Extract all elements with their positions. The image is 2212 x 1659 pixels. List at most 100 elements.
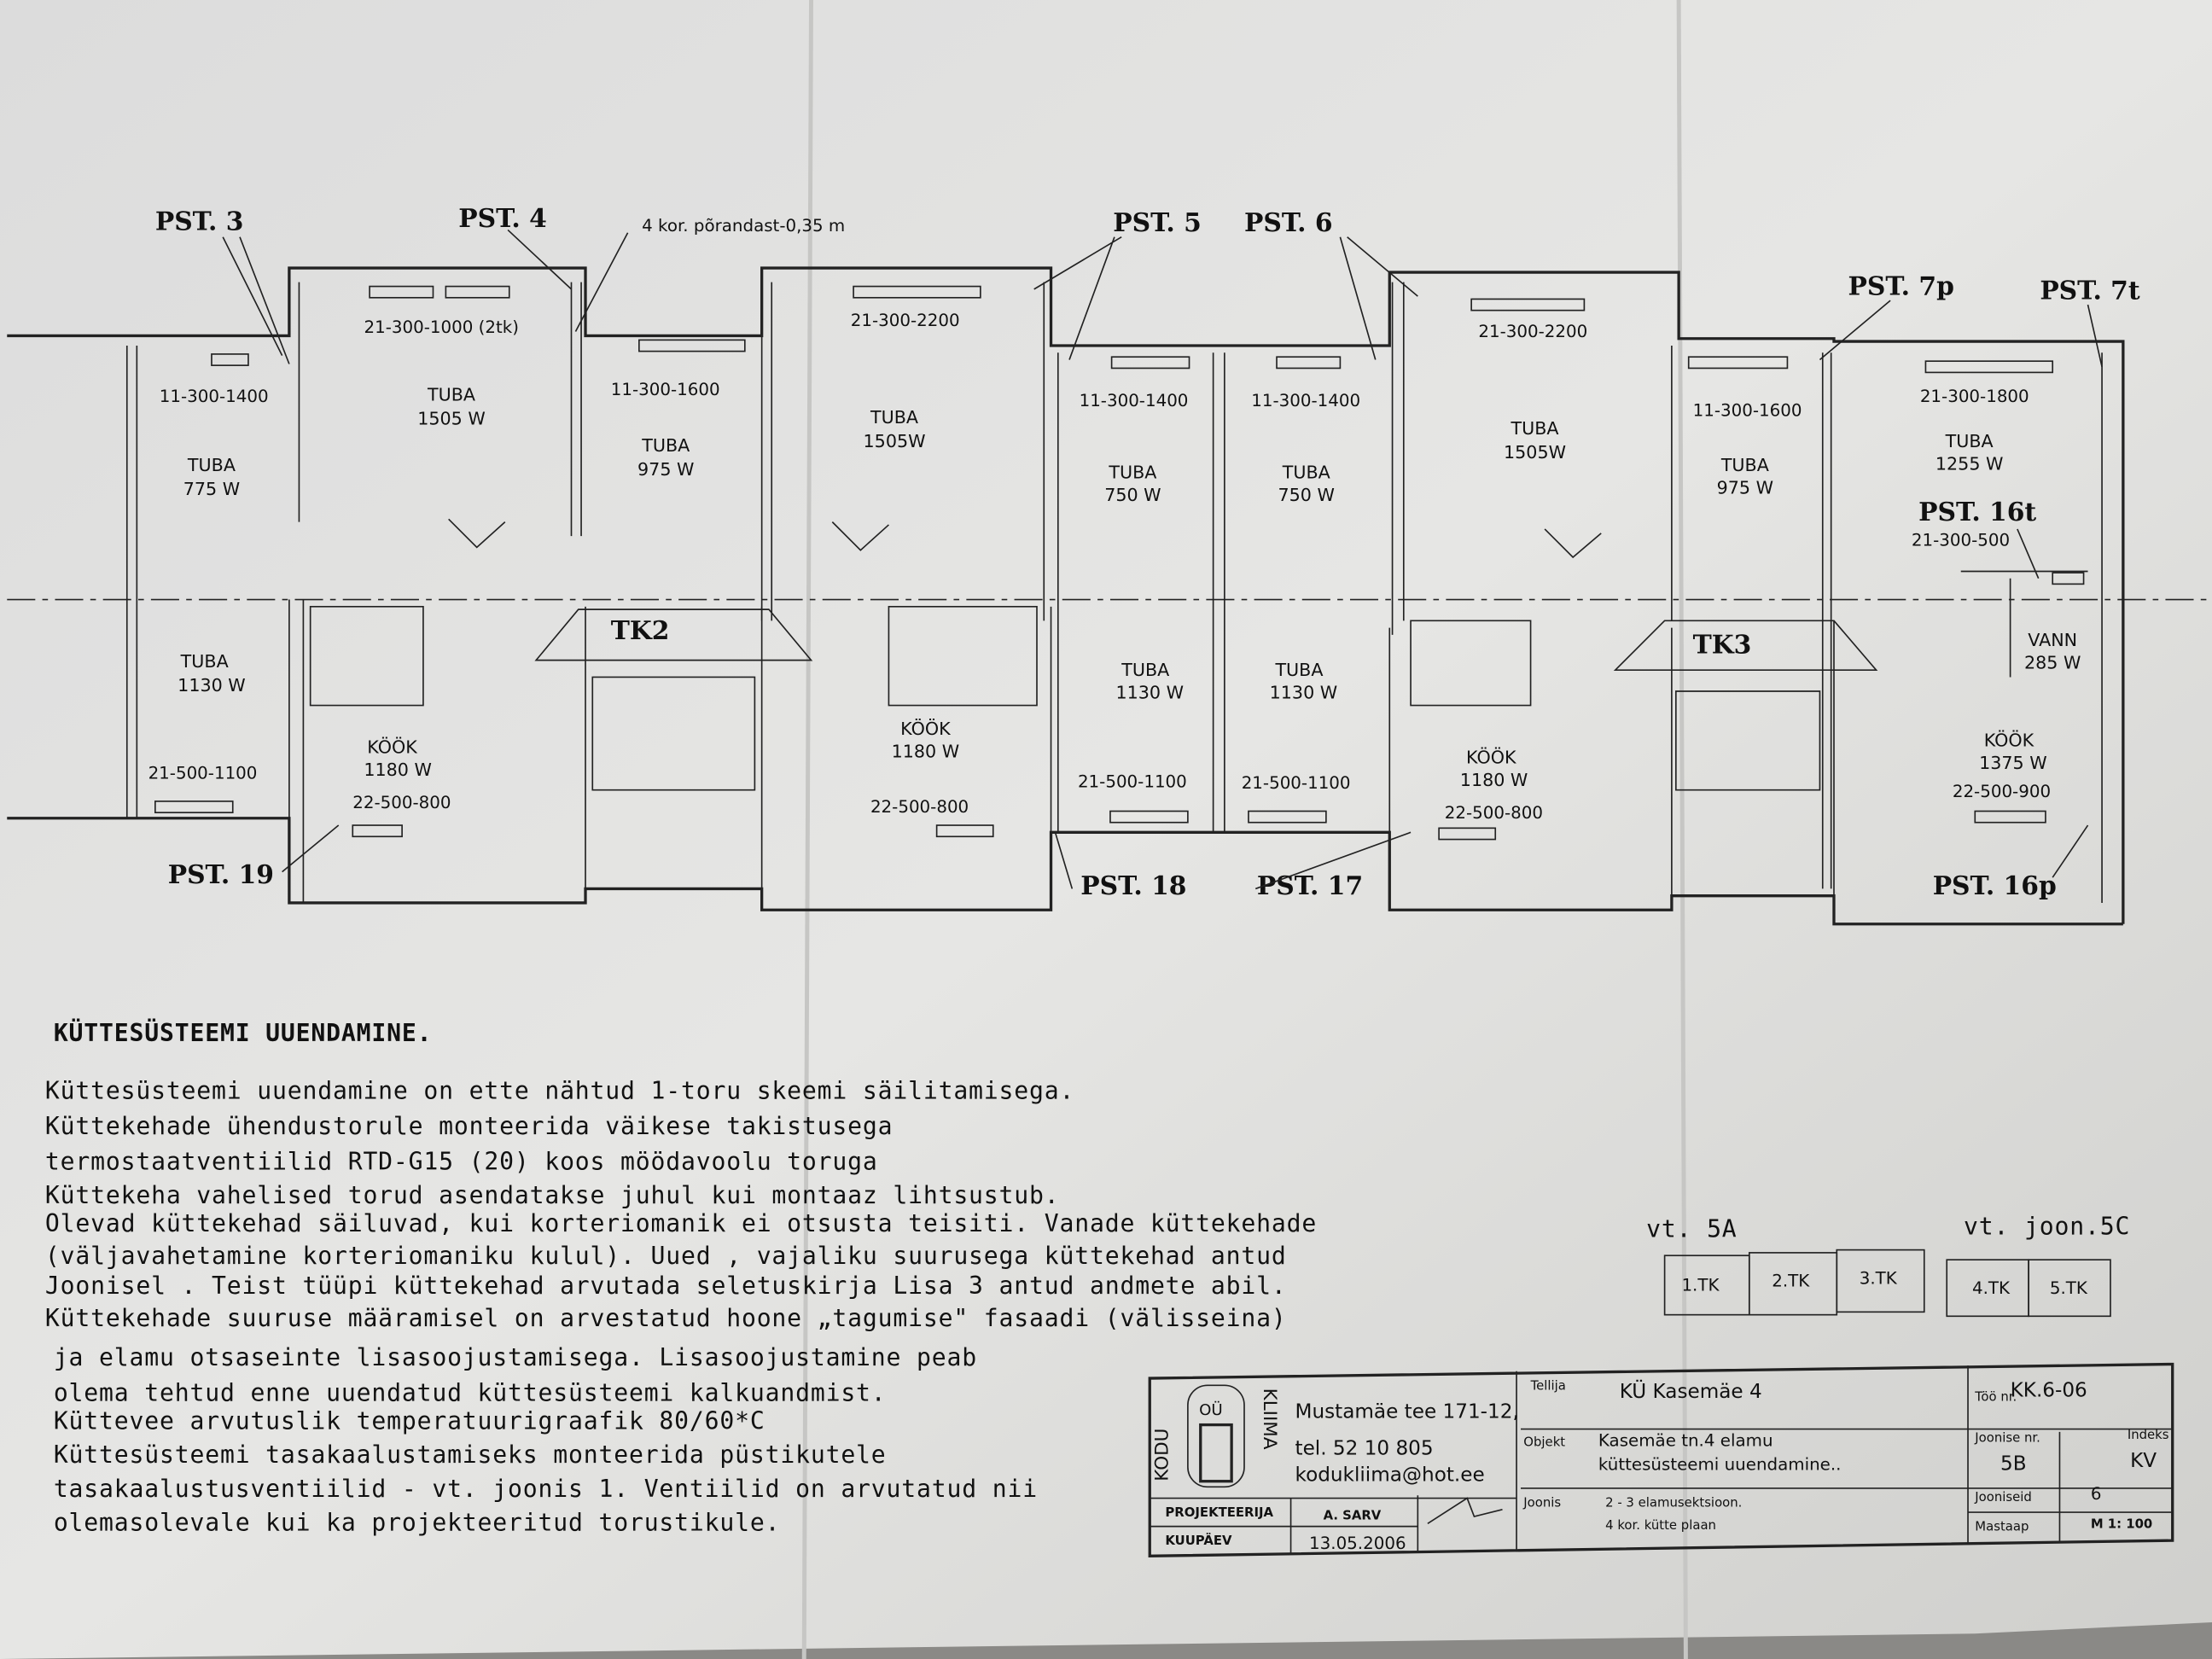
object-value: Kasemäe tn.4 elamu <box>1598 1430 1773 1450</box>
radiator-label: 11-300-1600 <box>611 380 720 399</box>
radiator-label: 11-300-1400 <box>1251 391 1360 410</box>
note-line: Küttekehade ühendustorule monteerida väi… <box>45 1112 893 1140</box>
company-address: Mustamäe tee 171-12, <box>1295 1400 1519 1423</box>
room-power: 285 W <box>2024 653 2081 673</box>
room-power: 1130 W <box>1115 682 1184 702</box>
note-line: ja elamu otsaseinte lisasoojustamisega. … <box>54 1343 977 1371</box>
radiator-labels: 21-300-1000 (2tk) 11-300-1400 11-300-160… <box>148 311 2051 823</box>
note-line: Olevad küttekehad säiluvad, kui korterio… <box>45 1209 1317 1237</box>
scale-value: M 1: 100 <box>2091 1516 2152 1531</box>
room-name: TUBA <box>1274 660 1323 680</box>
svg-text:KODU: KODU <box>1152 1429 1173 1481</box>
room-name: TUBA <box>1121 660 1169 680</box>
stairwell-label: TK2 <box>611 616 670 646</box>
room-name: TUBA <box>1945 431 1994 451</box>
radiator-label: 22-500-800 <box>870 797 969 817</box>
radiator-label: 21-300-2200 <box>1478 322 1587 341</box>
room-power: 750 W <box>1104 485 1161 505</box>
key-plan: vt. 5A vt. joon.5C 1.TK 2.TK 3.TK 4.TK 5… <box>1646 1212 2130 1318</box>
pst-label: PST. 17 <box>1257 871 1363 901</box>
work-no-label: Töö nr. <box>1974 1388 2017 1404</box>
company-phone: tel. 52 10 805 <box>1295 1437 1434 1459</box>
key-plan-ref: vt. joon.5C <box>1964 1212 2130 1240</box>
room-name: TUBA <box>641 435 690 456</box>
radiator-label: 22-500-800 <box>1445 803 1543 823</box>
room-name: VANN <box>2028 630 2077 650</box>
index-label: Indeks <box>2128 1427 2169 1442</box>
pst-label: PST. 5 <box>1113 208 1202 238</box>
room-power: 975 W <box>1717 478 1773 498</box>
pst-label: PST. 18 <box>1080 871 1186 901</box>
notes: KÜTTESÜSTEEMI UUENDAMINE. Küttesüsteemi … <box>45 1018 1317 1537</box>
note-line: Küttekehade suuruse määramisel on arvest… <box>45 1304 1287 1332</box>
sheet-no-label: Joonise nr. <box>1974 1429 2040 1445</box>
pst-label: PST. 16p <box>1933 871 2057 901</box>
radiator-label: 22-500-800 <box>352 793 451 812</box>
index-value: KV <box>2130 1450 2157 1472</box>
designer-label: PROJEKTEERIJA <box>1165 1505 1273 1520</box>
room-power: 1180 W <box>1460 770 1528 790</box>
note-line: olema tehtud enne uuendatud küttesüsteem… <box>54 1378 887 1406</box>
client-value: KÜ Kasemäe 4 <box>1620 1379 1762 1403</box>
company-email: kodukliima@hot.ee <box>1295 1464 1485 1487</box>
note-line: Küttesüsteemi uuendamine on ette nähtud … <box>45 1077 1074 1105</box>
radiator-label: 21-500-1100 <box>1242 773 1351 793</box>
room-power: 1255 W <box>1936 453 2004 474</box>
key-plan-section: 1.TK <box>1681 1276 1720 1295</box>
pst-label: PST. 6 <box>1244 208 1333 238</box>
room-power: 1505W <box>1504 442 1566 463</box>
key-plan-section: 3.TK <box>1860 1268 1898 1288</box>
radiator-label: 21-500-1100 <box>1078 771 1187 791</box>
radiator-label: 22-500-900 <box>1953 782 2051 801</box>
room-name: TUBA <box>1511 418 1559 439</box>
radiator-label: 11-300-1600 <box>1693 401 1802 421</box>
room-power: 1505 W <box>417 409 486 429</box>
floor-plan <box>7 266 2212 926</box>
pst-label: PST. 7t <box>2040 276 2140 306</box>
designer-name: A. SARV <box>1324 1507 1382 1522</box>
room-name: TUBA <box>180 651 229 672</box>
object-label: Objekt <box>1523 1434 1565 1449</box>
note-line: tasakaalustusventiilid - vt. joonis 1. V… <box>54 1475 1038 1503</box>
drawing-label: Joonis <box>1522 1494 1561 1510</box>
radiator-label: 11-300-1400 <box>160 387 269 406</box>
note-line: Küttesüsteemi tasakaalustamiseks monteer… <box>54 1441 887 1469</box>
radiator-label: 21-300-1800 <box>1920 387 2029 406</box>
room-power: 1130 W <box>1270 682 1338 702</box>
radiator-label: 21-500-1100 <box>148 763 258 783</box>
pst-label: PST. 4 <box>458 204 547 234</box>
radiator-symbols <box>154 285 2085 841</box>
note-line: termostaatventiilid RTD-G15 (20) koos mö… <box>45 1147 878 1175</box>
room-power: 775 W <box>183 479 240 499</box>
client-label: Tellija <box>1530 1377 1566 1393</box>
radiator-label: 11-300-1400 <box>1080 391 1189 410</box>
floor-height-note: 4 kor. põrandast-0,35 m <box>642 216 845 236</box>
company-logo: KODU KLIIMA OÜ <box>1152 1384 1280 1488</box>
stairwell-label: TK3 <box>1693 630 1752 660</box>
sheet-no-value: 5B <box>2000 1452 2027 1475</box>
radiator-label: 21-300-500 <box>1912 531 2010 550</box>
key-plan-section: 5.TK <box>2050 1278 2088 1298</box>
room-name: TUBA <box>187 455 236 475</box>
room-name: TUBA <box>427 384 475 405</box>
note-line: Küttevee arvutuslik temperatuurigraafik … <box>54 1407 765 1435</box>
note-line: Joonisel . Teist tüüpi küttekehad arvuta… <box>45 1272 1287 1300</box>
room-power: 1505W <box>864 431 926 451</box>
room-labels: TUBA 775 W TUBA 1505 W TUBA 975 W TUBA 1505W… <box>178 384 2081 789</box>
key-plan-section: 4.TK <box>1972 1278 2011 1298</box>
title-block: KODU KLIIMA OÜ Mustamäe tee 171-12, tel.… <box>1148 1362 2174 1558</box>
notes-title: KÜTTESÜSTEEMI UUENDAMINE. <box>54 1018 433 1047</box>
scale-label: Mastaap <box>1975 1519 2029 1534</box>
riser-labels: PST. 3 PST. 4 PST. 5 PST. 6 PST. 7p PST.… <box>155 204 2140 901</box>
radiator-label: 21-300-1000 (2tk) <box>364 317 519 337</box>
room-name: KÖÖK <box>900 718 951 739</box>
drawing-value: 4 kor. kütte plaan <box>1605 1517 1716 1533</box>
note-line: Küttekeha vahelised torud asendatakse ju… <box>45 1181 1060 1209</box>
room-name: KÖÖK <box>1466 746 1516 767</box>
room-power: 1375 W <box>1979 753 2047 773</box>
sheets-label: Jooniseid <box>1974 1489 2032 1505</box>
date-value: 13.05.2006 <box>1309 1534 1406 1553</box>
radiator-label: 21-300-2200 <box>851 311 960 330</box>
signature <box>1427 1497 1503 1525</box>
